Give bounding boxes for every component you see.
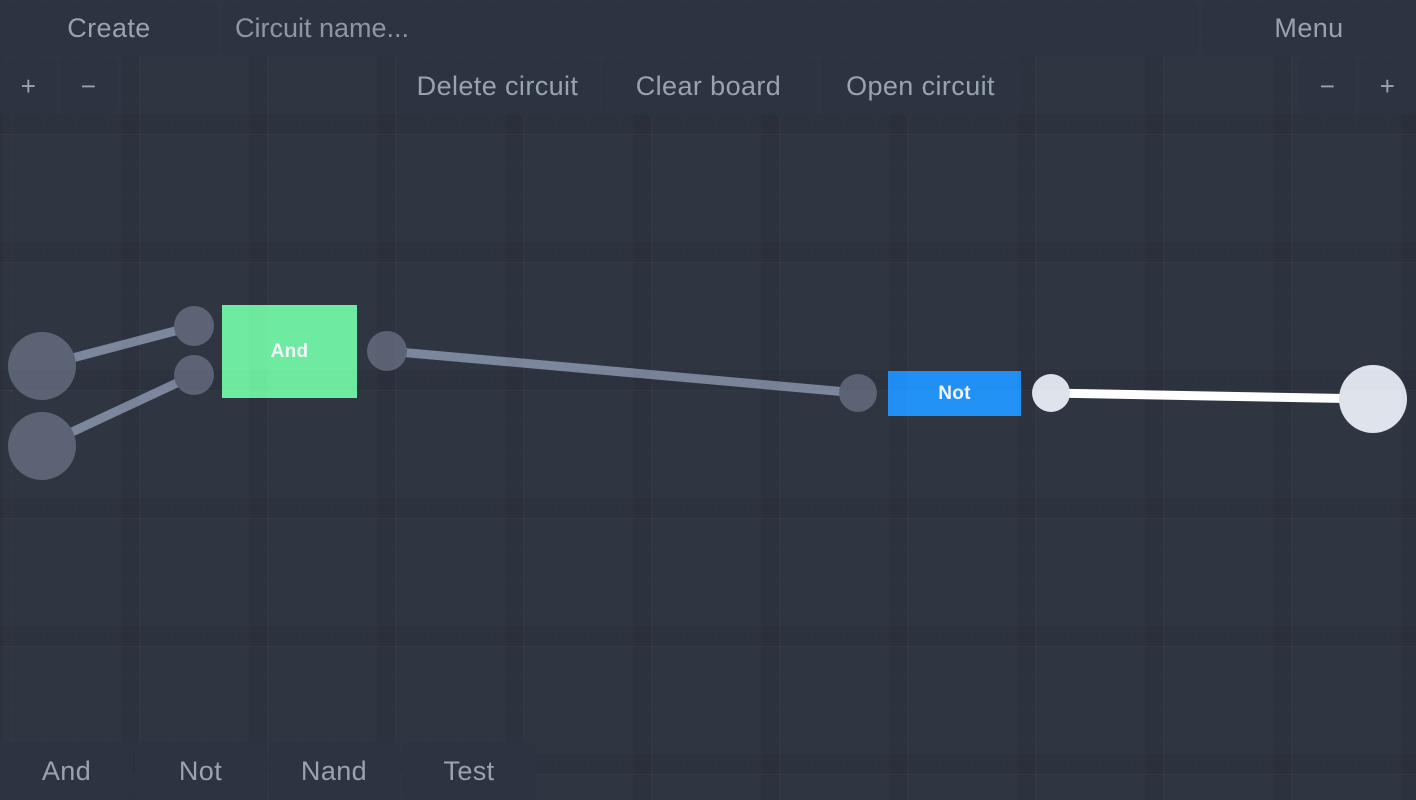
gate-not[interactable]: Not (888, 371, 1021, 416)
gate-and-output-port[interactable] (367, 331, 407, 371)
zoom-out-button-left[interactable]: − (60, 57, 117, 115)
zoom-out-button-right[interactable]: − (1299, 57, 1356, 115)
wire[interactable] (386, 346, 859, 398)
output-node[interactable] (1339, 365, 1407, 433)
toolbar-spacer-left (117, 57, 396, 115)
delete-circuit-button[interactable]: Delete circuit (395, 57, 600, 115)
open-circuit-button[interactable]: Open circuit (820, 57, 1021, 115)
circuit-name-input[interactable] (221, 1, 1199, 56)
clear-board-button[interactable]: Clear board (600, 57, 817, 115)
toolbar-primary: Create Menu (0, 0, 1416, 56)
palette-item-not[interactable]: Not (135, 742, 266, 800)
toolbar-secondary: + − Delete circuit Clear board Open circ… (0, 57, 1416, 115)
gate-and-input-port[interactable] (174, 355, 214, 395)
gate-and[interactable]: And (222, 305, 357, 398)
create-button[interactable]: Create (0, 1, 218, 56)
input-node-b[interactable] (8, 412, 76, 480)
gate-palette-bar: And Not Nand Test (0, 742, 1416, 800)
toolbar-spacer-right (1021, 57, 1300, 115)
palette-item-and[interactable]: And (0, 742, 133, 800)
palette-item-test[interactable]: Test (402, 742, 536, 800)
input-node-a[interactable] (8, 332, 76, 400)
zoom-in-button-left[interactable]: + (0, 57, 57, 115)
wire[interactable] (1050, 388, 1374, 404)
palette-item-nand[interactable]: Nand (268, 742, 400, 800)
gate-and-input-port[interactable] (174, 306, 214, 346)
zoom-in-button-right[interactable]: + (1359, 57, 1416, 115)
menu-button[interactable]: Menu (1202, 1, 1416, 56)
gate-not-input-port[interactable] (839, 374, 877, 412)
gate-not-output-port[interactable] (1032, 374, 1070, 412)
